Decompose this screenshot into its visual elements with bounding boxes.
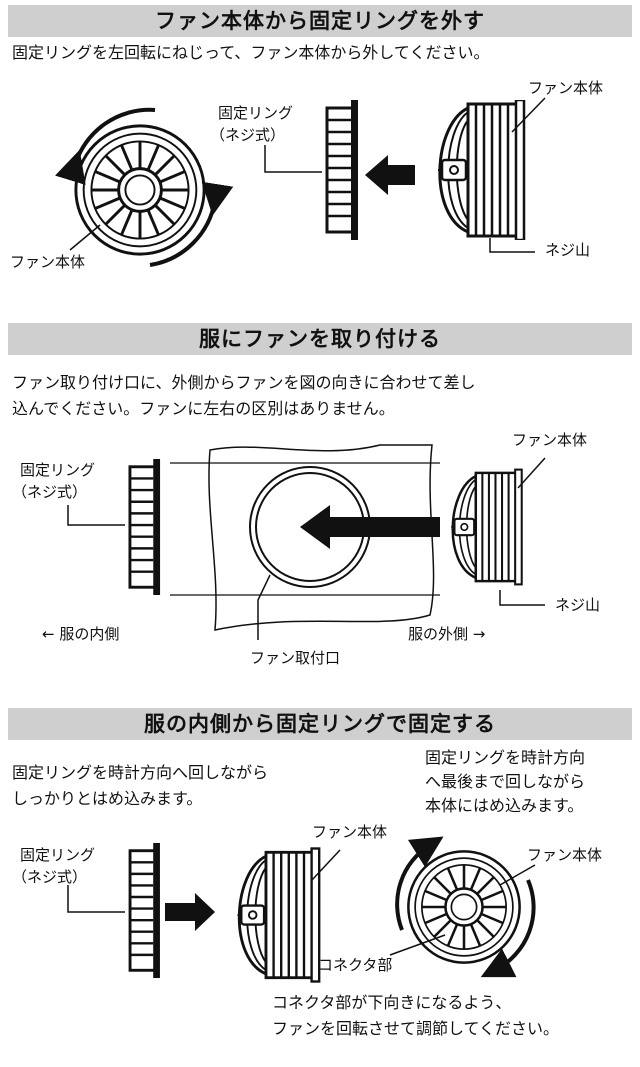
label-ring: 固定リング	[20, 461, 96, 479]
fan-side-view	[436, 100, 526, 240]
arrow-left-icon	[365, 155, 415, 195]
instruction-text: へ最後まで回しながら	[425, 772, 586, 791]
label-ring: 固定リング	[218, 104, 294, 122]
fixing-ring-side-view	[128, 458, 162, 596]
label-fan-body: ファン本体	[312, 823, 388, 841]
note-text: コネクタ部が下向きになるよう、	[272, 993, 512, 1012]
section-title-remove-ring: ファン本体から固定リングを外す	[8, 5, 632, 37]
fan-front-view	[407, 850, 521, 964]
fan-side-view	[449, 468, 524, 586]
label-ring: 固定リング	[20, 846, 96, 864]
section-title-fix-ring: 服の内側から固定リングで固定する	[8, 708, 632, 740]
note-text: ファンを回転させて調節してください。	[272, 1019, 560, 1038]
instruction-text: 本体にはめ込みます。	[425, 796, 584, 815]
label-fan-body: ファン本体	[528, 79, 604, 97]
fixing-ring-side-view	[325, 100, 360, 240]
label-connector: コネクタ部	[318, 956, 393, 974]
instruction-text: しっかりとはめ込みます。	[12, 789, 203, 808]
arrow-right-icon	[165, 893, 215, 931]
label-ring-type: （ネジ式）	[210, 126, 286, 144]
label-fan-body: ファン本体	[527, 846, 603, 864]
label-ring-type: （ネジ式）	[12, 483, 88, 501]
label-inside: ← 服の内側	[42, 625, 120, 643]
label-ring-type: （ネジ式）	[12, 868, 88, 886]
label-thread: ネジ山	[545, 241, 591, 259]
instruction-text: 固定リングを時計方向へ回しながら	[12, 763, 269, 782]
label-fan-body: ファン本体	[10, 253, 86, 271]
instruction-text: 込んでください。ファンに左右の区別はありません。	[12, 399, 395, 418]
fixing-ring-side-view	[128, 843, 162, 978]
fan-front-view	[74, 124, 206, 256]
instruction-text: ファン取り付け口に、外側からファンを図の向きに合わせて差し	[12, 373, 476, 392]
label-thread: ネジ山	[555, 596, 601, 614]
label-mount-opening: ファン取付口	[250, 649, 341, 667]
label-outside: 服の外側 →	[408, 625, 486, 643]
instruction-text: 固定リングを時計方向	[425, 748, 586, 767]
arrow-left-icon	[300, 505, 440, 549]
instruction-text: 固定リングを左回転にねじって、ファン本体から外してください。	[12, 43, 490, 62]
section-title-attach: 服にファンを取り付ける	[8, 323, 632, 355]
label-fan-body: ファン本体	[512, 431, 588, 449]
fan-side-view	[236, 847, 321, 983]
